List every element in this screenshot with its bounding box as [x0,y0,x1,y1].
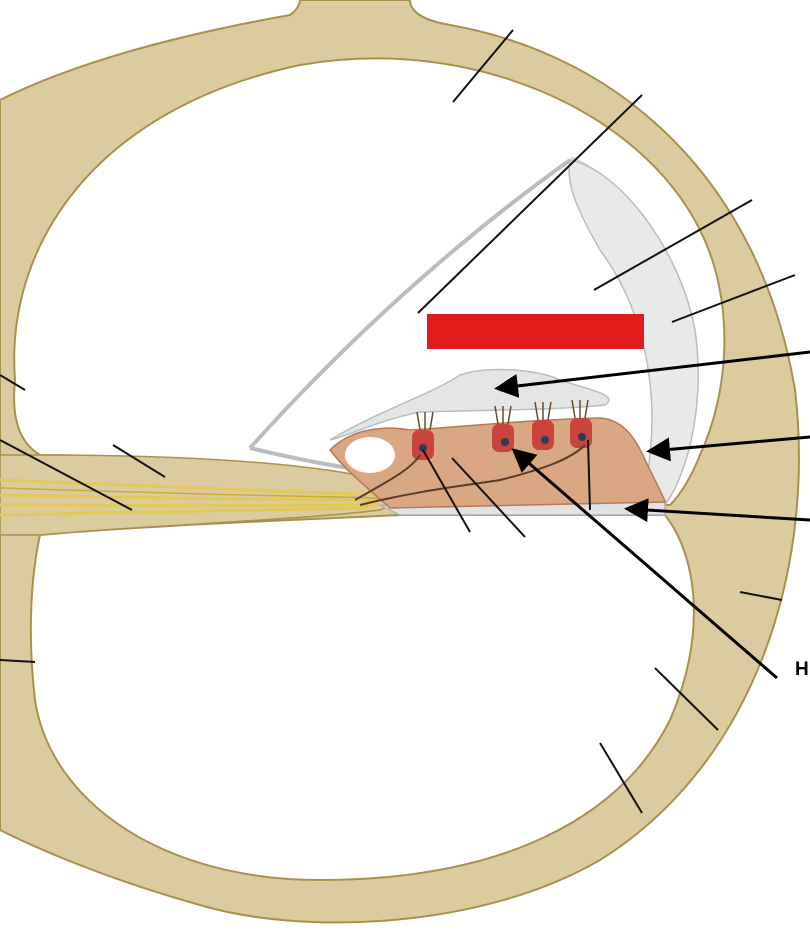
arrow-basilar-membrane [624,498,810,523]
redacted-label-box [427,314,644,349]
cochlear-nerve [0,478,386,517]
label-h: H [795,659,809,680]
outer-hair-cell-3 [570,399,592,448]
arrow-hair-cell [511,448,778,680]
arrow-organ-of-corti [646,435,810,462]
inner-sulcus [345,437,395,473]
inner-hair-cell [412,411,434,460]
vestibular-membrane [248,158,572,450]
leader-lines [0,29,796,814]
hair-cells [354,399,592,506]
outer-hair-cell-1 [492,405,514,452]
outer-hair-cell-2 [532,401,554,450]
scala-tympani [29,514,695,882]
arrows [494,350,810,680]
arrow-tectorial-membrane [494,350,810,398]
nerve-fibres-to-hair-cells [354,444,586,506]
tectorial-membrane [329,368,610,441]
